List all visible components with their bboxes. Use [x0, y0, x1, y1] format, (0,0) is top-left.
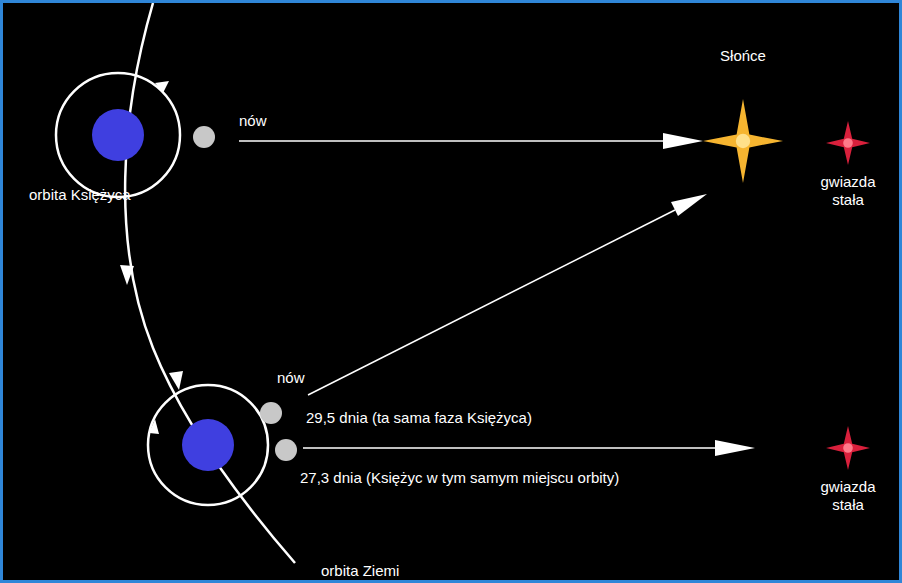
phase-label: nów	[239, 111, 267, 130]
moon	[260, 402, 282, 424]
moon-orbit	[148, 385, 268, 505]
moon	[193, 126, 215, 148]
star-body	[826, 426, 870, 470]
star-label: Słońce	[698, 47, 788, 65]
illustration	[3, 3, 902, 583]
fixed-star: gwiazda stała	[808, 115, 888, 225]
period-label: 27,3 dnia (Księżyc w tym samym miejscu o…	[300, 468, 619, 487]
earth-orbit	[125, 3, 295, 563]
arrowhead	[715, 440, 755, 456]
orbit-label: orbita Księżyca	[29, 186, 139, 204]
direction-line	[239, 140, 668, 142]
orbit-label: orbita Ziemi	[321, 561, 399, 580]
earth	[182, 419, 234, 471]
star-body	[826, 121, 870, 165]
fixed-star: gwiazda stała	[808, 420, 888, 530]
star-body	[703, 99, 783, 183]
orbit-arrowhead	[169, 371, 183, 390]
direction-line	[308, 210, 675, 395]
star-shape	[698, 47, 788, 187]
direction-line	[303, 447, 720, 449]
phase-label: nów	[277, 368, 305, 387]
orbit-arrowhead	[120, 265, 134, 285]
moon-orbit	[56, 73, 180, 197]
sun-star: Słońce	[698, 47, 788, 187]
orbit-arrowhead	[149, 419, 159, 434]
star-label: gwiazda stała	[808, 478, 888, 514]
arrowhead	[671, 194, 707, 216]
star-core	[736, 134, 750, 148]
earth	[92, 109, 144, 161]
star-core	[843, 443, 853, 453]
period-label: 29,5 dnia (ta sama faza Księżyca)	[306, 408, 532, 427]
star-shape	[808, 115, 888, 225]
star-core	[843, 138, 853, 148]
star-shape	[808, 420, 888, 530]
arrowhead	[663, 133, 703, 149]
moon	[275, 439, 297, 461]
orbit-arrowhead	[155, 81, 169, 93]
star-label: gwiazda stała	[808, 173, 888, 209]
